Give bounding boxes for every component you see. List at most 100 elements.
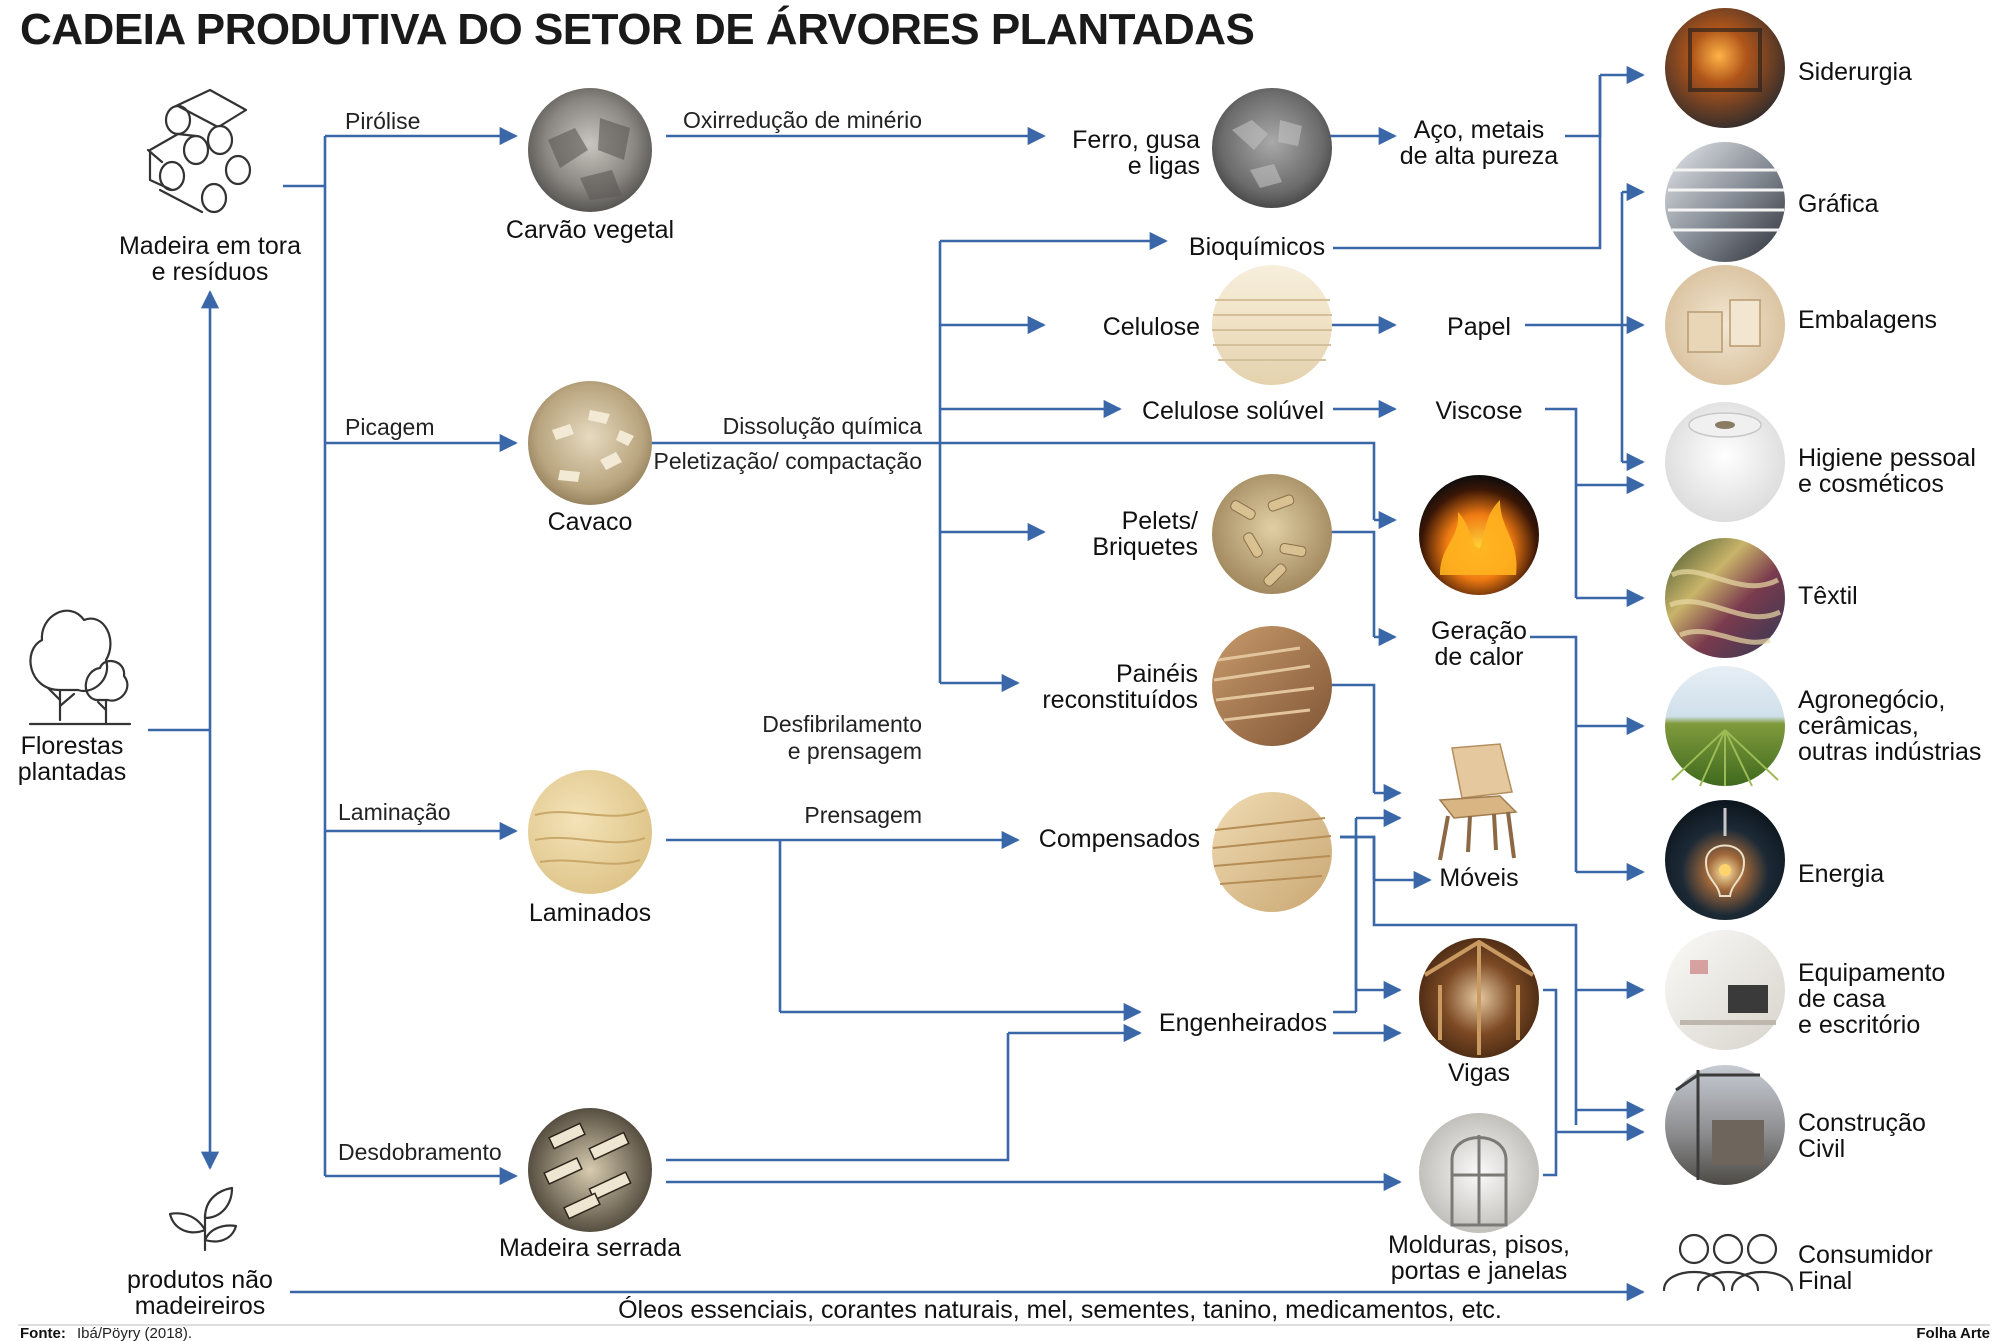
geracao-label-2: de calor — [1435, 643, 1524, 671]
end-use-label: Embalagens — [1798, 306, 1937, 334]
plywood-photo — [1212, 792, 1332, 912]
moveis-label: Móveis — [1439, 864, 1518, 892]
end-use-label: Energia — [1798, 860, 1884, 888]
printing-press-icon — [1665, 142, 1785, 262]
viscose-label: Viscose — [1435, 397, 1522, 425]
papel-label: Papel — [1447, 313, 1511, 341]
credit-label: Folha Arte — [1916, 1325, 1990, 1341]
madeira-label-2: e resíduos — [152, 258, 269, 286]
paineis-label-1: Painéis — [1116, 660, 1198, 688]
end-use-energia: Energia — [1665, 800, 1884, 920]
carvao-node: Carvão vegetal — [506, 88, 674, 244]
people-icon — [1662, 1233, 1794, 1292]
fire-photo — [1419, 475, 1539, 595]
packaging-icon — [1665, 265, 1785, 385]
madeira-label-1: Madeira em tora — [119, 232, 301, 260]
pelets-label-2: Briquetes — [1092, 533, 1198, 561]
engenheirados-label: Engenheirados — [1159, 1009, 1327, 1037]
light-bulb-icon — [1665, 800, 1785, 920]
pulp-photo — [1212, 265, 1332, 385]
lumber-photo — [528, 1108, 652, 1232]
process-desdobramento: Desdobramento — [338, 1139, 502, 1165]
process-dissolucao: Dissolução química — [723, 413, 923, 439]
steel-mill-icon — [1665, 8, 1785, 128]
celulose-label: Celulose — [1103, 313, 1200, 341]
process-peletizacao: Peletização/ compactação — [654, 448, 923, 474]
cavaco-label: Cavaco — [548, 508, 633, 536]
ferro-label-2: e ligas — [1128, 152, 1200, 180]
cavaco-node: Cavaco — [528, 381, 652, 536]
trees-icon — [28, 609, 132, 726]
process-desfibrilamento-2: e prensagem — [788, 738, 922, 764]
non-wood-products-list: Óleos essenciais, corantes naturais, mel… — [618, 1295, 1502, 1324]
florestas-label-1: Florestas — [21, 732, 124, 760]
aco-label-1: Aço, metais — [1414, 116, 1545, 144]
process-pirolise: Pirólise — [345, 108, 420, 134]
veneer-photo — [528, 770, 652, 894]
end-use-label: Final — [1798, 1267, 1852, 1295]
end-use-consumidor: Consumidor Final — [1662, 1233, 1933, 1295]
florestas-node: Florestas plantadas — [18, 609, 132, 786]
ferro-label-1: Ferro, gusa — [1072, 126, 1200, 154]
end-use-label: Gráfica — [1798, 190, 1879, 218]
end-use-label: de casa — [1798, 985, 1886, 1013]
chair-icon — [1438, 743, 1518, 861]
molduras-label-1: Molduras, pisos, — [1388, 1231, 1570, 1259]
madeira-serrada-node: Madeira serrada — [499, 1108, 681, 1262]
source-label: Fonte: — [20, 1325, 66, 1341]
diagram-title: CADEIA PRODUTIVA DO SETOR DE ÁRVORES PLA… — [20, 4, 1254, 54]
end-use-label: cerâmicas, — [1798, 712, 1919, 740]
carvao-label: Carvão vegetal — [506, 216, 674, 244]
vigas-label: Vigas — [1448, 1059, 1510, 1087]
compensados-label: Compensados — [1039, 825, 1200, 853]
iron-ore-photo — [1212, 88, 1332, 208]
wood-chips-photo — [528, 381, 652, 505]
end-use-label: Agronegócio, — [1798, 686, 1945, 714]
madeira-node: Madeira em tora e resíduos — [119, 88, 301, 286]
paineis-label-2: reconstituídos — [1042, 686, 1198, 714]
end-use-label: Consumidor — [1798, 1241, 1933, 1269]
aco-label-2: de alta pureza — [1400, 142, 1559, 170]
plant-sprout-icon — [168, 1186, 238, 1252]
end-use-label: Higiene pessoal — [1798, 444, 1976, 472]
process-desfibrilamento-1: Desfibrilamento — [762, 711, 922, 737]
florestas-label-2: plantadas — [18, 758, 126, 786]
nao-madeireiros-label-2: madeireiros — [135, 1292, 266, 1320]
process-prensagem: Prensagem — [804, 802, 922, 828]
nao-madeireiros-node: produtos não madeireiros — [127, 1186, 273, 1320]
end-use-construcao: Construção Civil — [1665, 1065, 1926, 1185]
end-use-label: e cosméticos — [1798, 470, 1944, 498]
end-use-label: e escritório — [1798, 1011, 1920, 1039]
end-use-label: Equipamento — [1798, 959, 1945, 987]
process-picagem: Picagem — [345, 414, 434, 440]
end-use-agronegocio: Agronegócio, cerâmicas, outras indústria… — [1665, 666, 1981, 787]
nao-madeireiros-label-1: produtos não — [127, 1266, 273, 1294]
madeira-serrada-label: Madeira serrada — [499, 1234, 681, 1262]
geracao-label-1: Geração — [1431, 617, 1527, 645]
charcoal-photo — [528, 88, 652, 212]
end-use-label: Siderurgia — [1798, 58, 1912, 86]
bioquimicos-label: Bioquímicos — [1189, 233, 1325, 261]
end-use-higiene: Higiene pessoal e cosméticos — [1665, 402, 1976, 522]
pelets-label-1: Pelets/ — [1122, 507, 1198, 535]
process-laminacao: Laminação — [338, 799, 451, 825]
celulose-soluvel-label: Celulose solúvel — [1142, 397, 1324, 425]
end-use-label: Civil — [1798, 1135, 1845, 1163]
end-use-label: Têxtil — [1798, 582, 1858, 610]
source-text: Ibá/Pöyry (2018). — [77, 1325, 192, 1341]
connector-lines — [148, 65, 1645, 1302]
process-oxirreducao: Oxirredução de minério — [683, 107, 922, 133]
laminados-label: Laminados — [529, 899, 651, 927]
end-use-grafica: Gráfica — [1665, 142, 1879, 262]
end-use-label: Construção — [1798, 1109, 1926, 1137]
end-use-label: outras indústrias — [1798, 738, 1981, 766]
end-use-equipamento: Equipamento de casa e escritório — [1665, 930, 1945, 1050]
end-use-textil: Têxtil — [1665, 538, 1858, 658]
end-use-siderurgia: Siderurgia — [1665, 8, 1912, 128]
molduras-label-2: portas e janelas — [1391, 1257, 1568, 1285]
crop-field-icon — [1665, 666, 1785, 786]
logs-icon — [146, 88, 252, 214]
laminados-node: Laminados — [528, 770, 652, 927]
end-use-embalagens: Embalagens — [1665, 265, 1937, 385]
